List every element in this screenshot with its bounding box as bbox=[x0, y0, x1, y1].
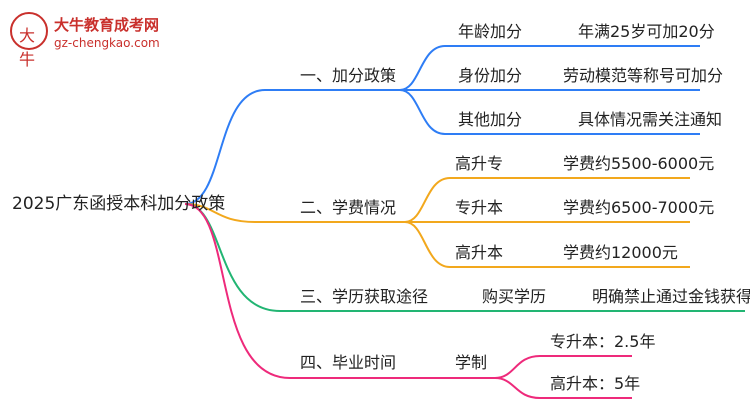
branch-2-row-3-detail: 学费约12000元 bbox=[563, 243, 678, 262]
branch-1-row-2-detail: 劳动模范等称号可加分 bbox=[563, 66, 724, 85]
logo-emblem-icon: 大牛 bbox=[10, 12, 48, 69]
branch-2-row-2-detail: 学费约6500-7000元 bbox=[563, 198, 715, 217]
root-node: 2025广东函授本科加分政策 bbox=[12, 194, 226, 214]
branch-1-row-3-detail: 具体情况需关注通知 bbox=[578, 110, 723, 129]
branch-4-label: 四、毕业时间 bbox=[300, 353, 397, 372]
branch-2-row-1-item: 高升专 bbox=[455, 154, 504, 173]
logo-glyph: 大牛 bbox=[19, 26, 36, 69]
branch-4-detail-2: 高升本：5年 bbox=[550, 374, 641, 393]
logo-url: gz-chengkao.com bbox=[54, 36, 160, 50]
branch-2-row-2-item: 专升本 bbox=[455, 198, 504, 217]
branch-3-row-1-item: 购买学历 bbox=[482, 287, 547, 306]
connector-branch-1-row-3 bbox=[399, 89, 700, 135]
connector-root-to-branch-4 bbox=[184, 203, 495, 379]
connector-branch-2-row-3 bbox=[404, 221, 690, 268]
branch-2-row-1-detail: 学费约5500-6000元 bbox=[563, 154, 715, 173]
branch-3-row-1-detail: 明确禁止通过金钱获得 bbox=[592, 287, 750, 306]
branch-1-row-1-detail: 年满25岁可加20分 bbox=[578, 22, 715, 41]
connector-root-to-branch-1 bbox=[184, 89, 400, 205]
branch-1-label: 一、加分政策 bbox=[300, 66, 397, 85]
connector-branch-1-row-1 bbox=[399, 45, 700, 91]
branch-4-row-1-item: 学制 bbox=[455, 353, 488, 372]
connector-root-to-branch-2 bbox=[184, 203, 405, 223]
branch-4-detail-1: 专升本：2.5年 bbox=[550, 332, 656, 351]
branch-1-row-1-item: 年龄加分 bbox=[458, 22, 523, 41]
connector-branch-4-detail-2 bbox=[494, 377, 632, 399]
branch-2-row-3-item: 高升本 bbox=[455, 243, 504, 262]
branch-1-row-2-item: 身份加分 bbox=[458, 66, 523, 85]
logo-name: 大牛教育成考网 bbox=[54, 16, 160, 34]
branch-1-row-3-item: 其他加分 bbox=[458, 110, 523, 129]
connector-branch-2-row-1 bbox=[404, 177, 690, 223]
branch-2-label: 二、学费情况 bbox=[300, 198, 397, 217]
connector-branch-4-detail-1 bbox=[494, 355, 632, 379]
brand-logo: 大牛 大牛教育成考网 gz-chengkao.com bbox=[10, 10, 180, 69]
branch-3-label: 三、学历获取途径 bbox=[300, 287, 429, 306]
